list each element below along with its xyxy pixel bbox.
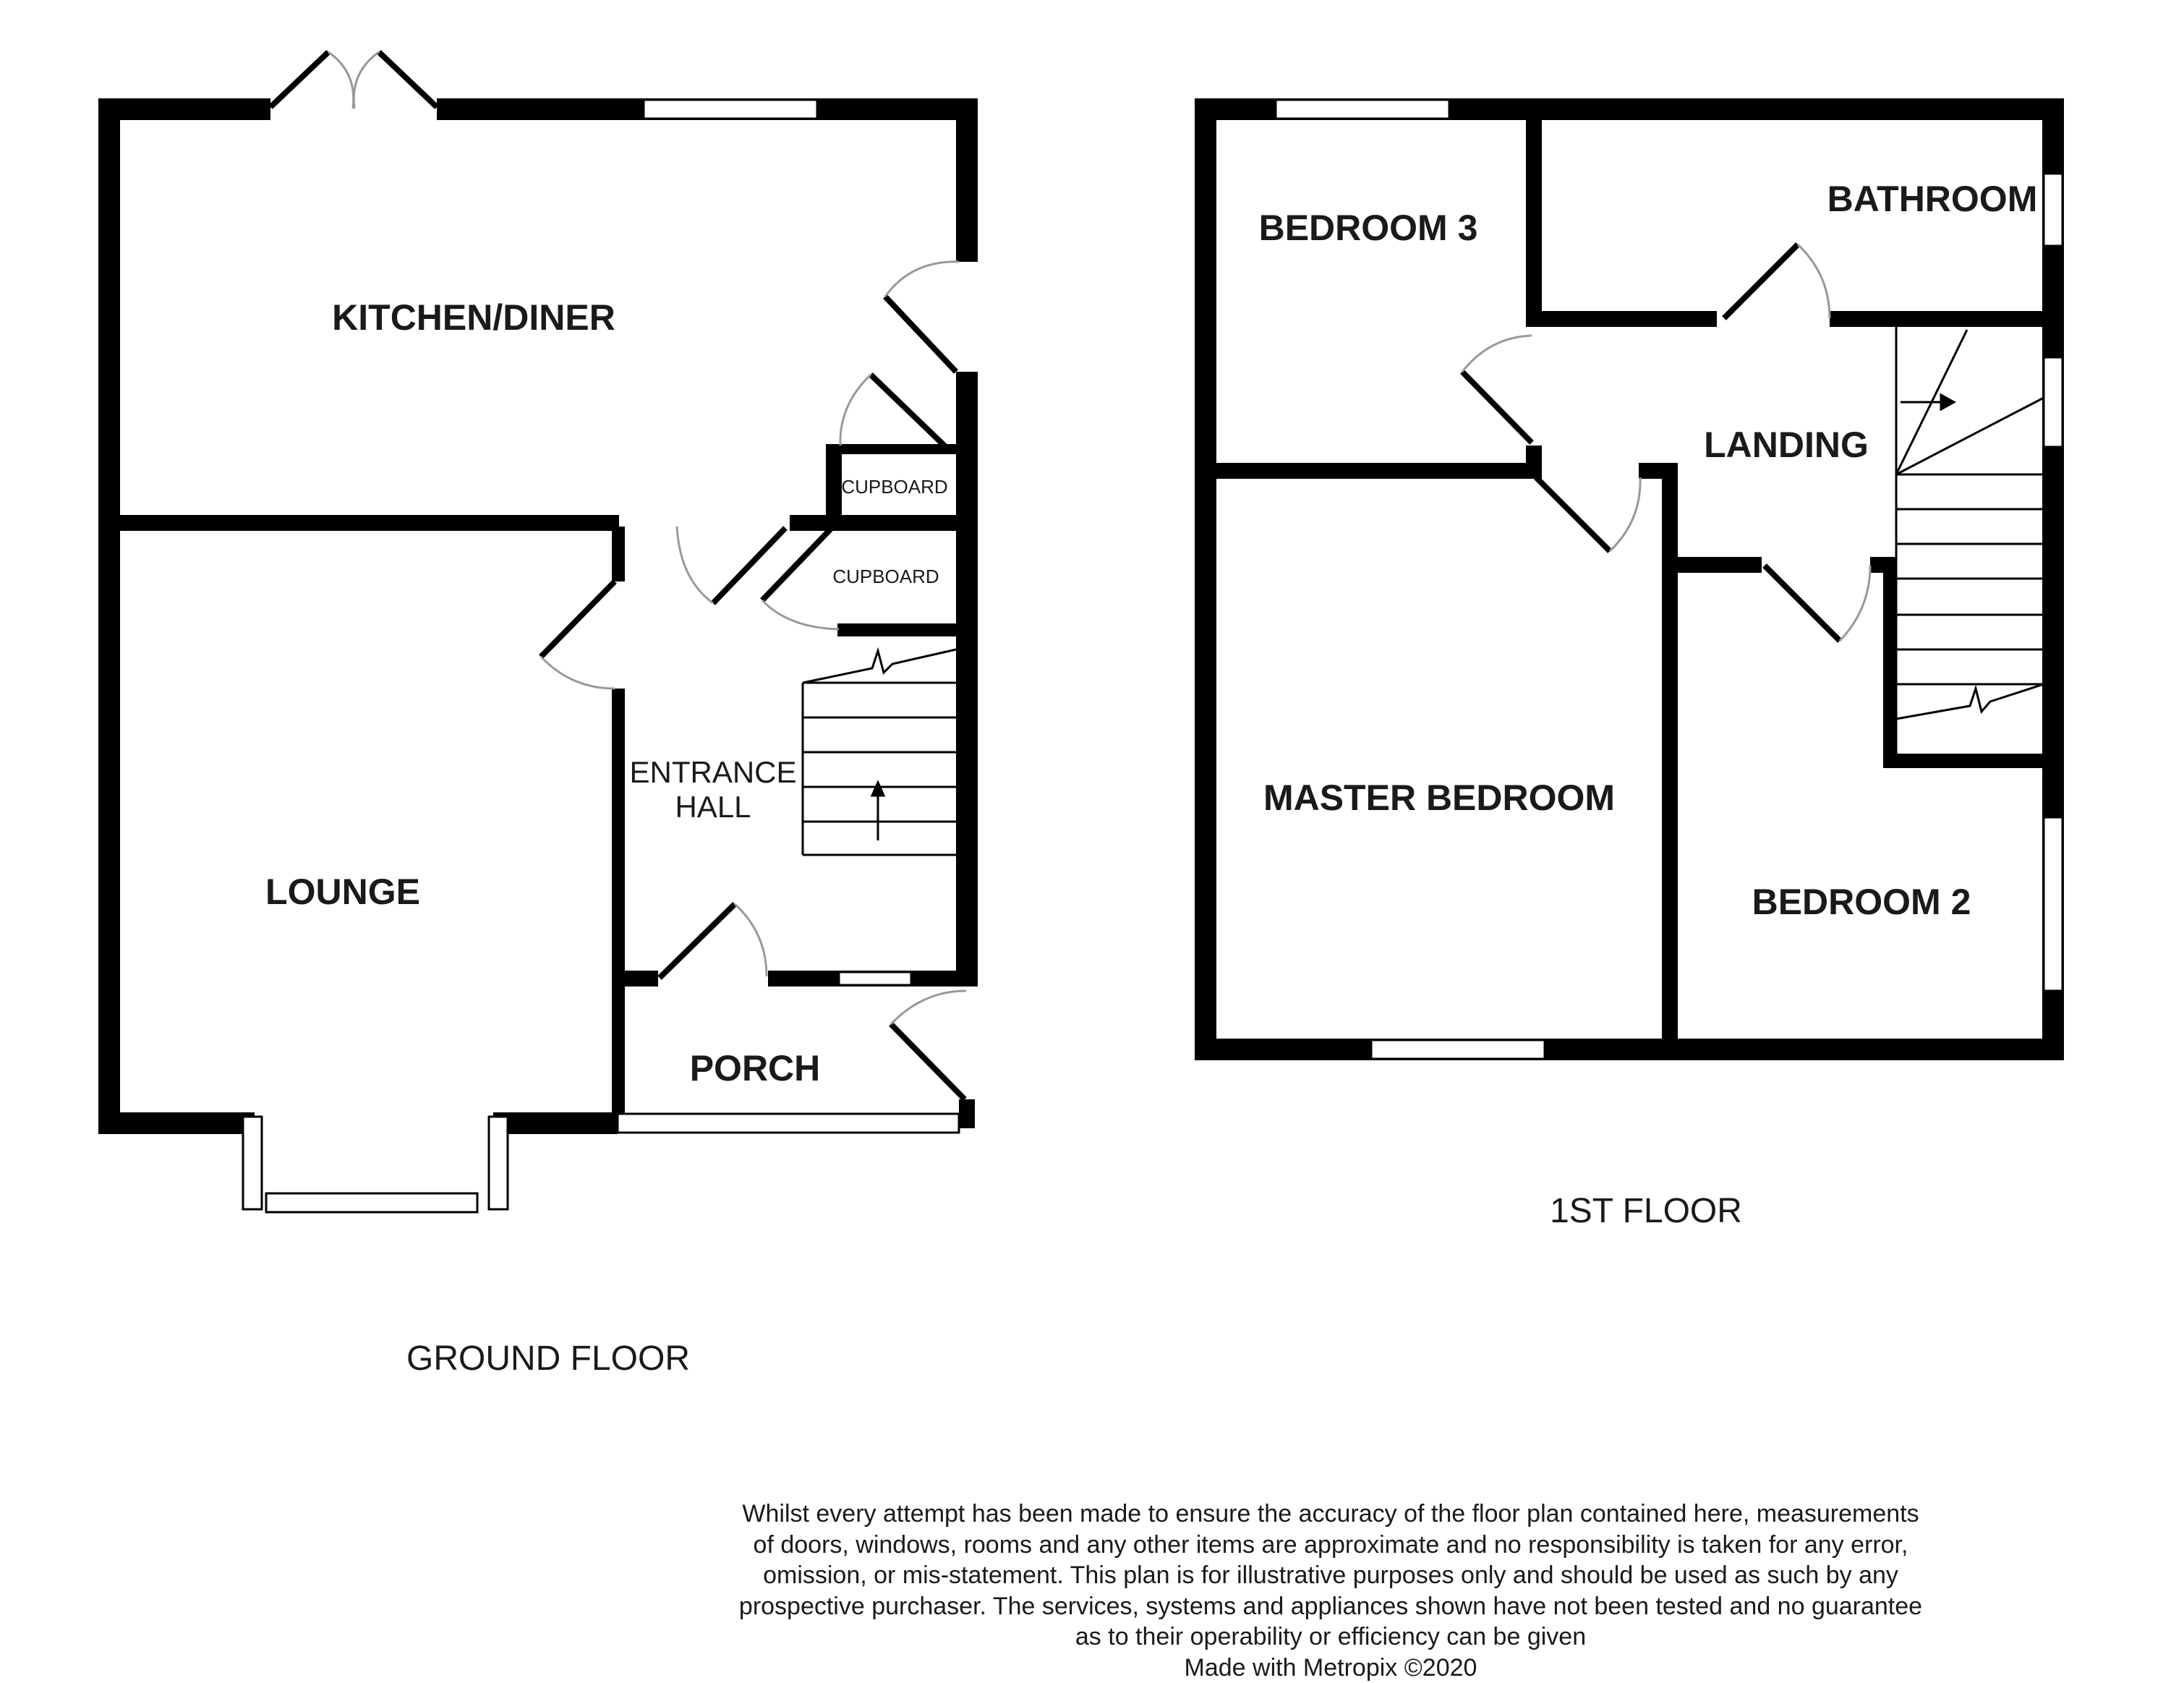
ground-floor-plan: KITCHEN/DINER LOUNGE ENTRANCE HALL PORCH…	[98, 52, 978, 1378]
first-floor-staircase	[1896, 327, 2044, 754]
window	[266, 1193, 477, 1212]
wall	[959, 1099, 975, 1128]
door-leaf	[891, 1024, 965, 1099]
metropix-credit: Made with Metropix ©2020	[651, 1653, 2010, 1683]
room-label-bathroom: BATHROOM	[1827, 179, 2038, 219]
door-swing	[735, 904, 767, 976]
door-leaf	[1462, 372, 1532, 443]
wall	[98, 98, 270, 120]
wall	[1526, 116, 1542, 327]
wall	[612, 689, 625, 1131]
door-leaf	[660, 904, 735, 978]
first-floor-room-labels: BEDROOM 3 BATHROOM LANDING MASTER BEDROO…	[1259, 179, 2038, 922]
wall	[1662, 463, 1678, 1043]
window	[839, 972, 911, 985]
door-swing	[762, 600, 839, 629]
room-label-bedroom-2: BEDROOM 2	[1752, 882, 1971, 922]
wall	[1212, 463, 1536, 479]
door-swing	[885, 262, 959, 297]
door-leaf	[379, 52, 437, 107]
wall	[612, 527, 625, 581]
room-label-kitchen-diner: KITCHEN/DINER	[332, 297, 615, 338]
wall	[98, 1112, 255, 1134]
door-leaf	[885, 297, 956, 372]
wall	[120, 515, 619, 531]
ground-floor-windows	[243, 100, 959, 1212]
wall	[1883, 754, 2054, 768]
window	[2044, 357, 2063, 447]
disclaimer-text: Whilst every attempt has been made to en…	[651, 1499, 2010, 1683]
ground-floor-room-labels: KITCHEN/DINER LOUNGE ENTRANCE HALL PORCH…	[265, 297, 948, 1088]
room-label-cupboard-upper: CUPBOARD	[841, 476, 947, 498]
door-leaf	[871, 375, 949, 450]
door-swing	[354, 52, 379, 108]
window	[243, 1117, 262, 1209]
wall	[1526, 311, 1717, 327]
door-swing	[1610, 477, 1640, 551]
door-leaf	[270, 52, 328, 107]
door-swing	[1840, 566, 1870, 641]
window	[618, 1114, 959, 1133]
wall	[1195, 98, 1216, 1059]
wall	[1195, 1039, 2064, 1060]
window	[2044, 817, 2063, 991]
window	[1371, 1040, 1545, 1059]
room-label-cupboard-lower: CUPBOARD	[832, 566, 939, 587]
door-swing	[677, 527, 713, 603]
door-leaf	[1536, 477, 1610, 551]
wall	[1830, 311, 2061, 327]
disclaimer-line: as to their operability or efficiency ca…	[651, 1622, 2010, 1653]
wall	[956, 98, 978, 262]
wall	[1526, 446, 1542, 479]
room-label-landing: LANDING	[1704, 425, 1869, 465]
window	[489, 1117, 508, 1209]
window	[644, 100, 817, 119]
wall	[956, 372, 978, 984]
door-leaf	[1765, 566, 1840, 641]
wall	[837, 623, 971, 636]
disclaimer-line: Whilst every attempt has been made to en…	[651, 1499, 2010, 1530]
ground-floor-staircase	[803, 649, 956, 855]
door-swing	[840, 375, 871, 446]
door-swing	[328, 52, 354, 108]
floor-label-ground: GROUND FLOOR	[406, 1339, 690, 1378]
wall	[826, 444, 842, 531]
wall	[98, 98, 120, 1131]
room-label-porch: PORCH	[690, 1048, 821, 1088]
door-swing	[541, 657, 615, 689]
disclaimer-line: of doors, windows, rooms and any other i…	[651, 1530, 2010, 1561]
wall	[1675, 557, 1762, 573]
wall	[625, 971, 658, 987]
door-swing	[1462, 336, 1532, 372]
wall	[493, 1112, 618, 1134]
floor-label-first: 1ST FLOOR	[1550, 1192, 1742, 1230]
first-floor-plan: BEDROOM 3 BATHROOM LANDING MASTER BEDROO…	[1195, 98, 2064, 1230]
door-leaf	[1724, 244, 1798, 318]
door-leaf	[713, 528, 785, 603]
room-label-entrance-hall-line2: HALL	[675, 790, 751, 824]
door-leaf	[541, 581, 615, 657]
room-label-master-bedroom: MASTER BEDROOM	[1263, 777, 1615, 818]
wall	[790, 515, 978, 531]
room-label-entrance-hall-line1: ENTRANCE	[629, 755, 796, 789]
door-swing	[1798, 244, 1830, 318]
stair-break-line	[1896, 684, 2044, 719]
room-label-lounge: LOUNGE	[265, 872, 420, 912]
disclaimer-line: omission, or mis-statement. This plan is…	[651, 1560, 2010, 1591]
room-label-bedroom-3: BEDROOM 3	[1259, 208, 1478, 248]
window	[2044, 174, 2063, 246]
wall	[1883, 557, 1896, 767]
door-swing	[891, 991, 966, 1024]
stair-break-line	[803, 649, 956, 683]
disclaimer-line: prospective purchaser. The services, sys…	[651, 1591, 2010, 1622]
window	[1276, 100, 1449, 119]
